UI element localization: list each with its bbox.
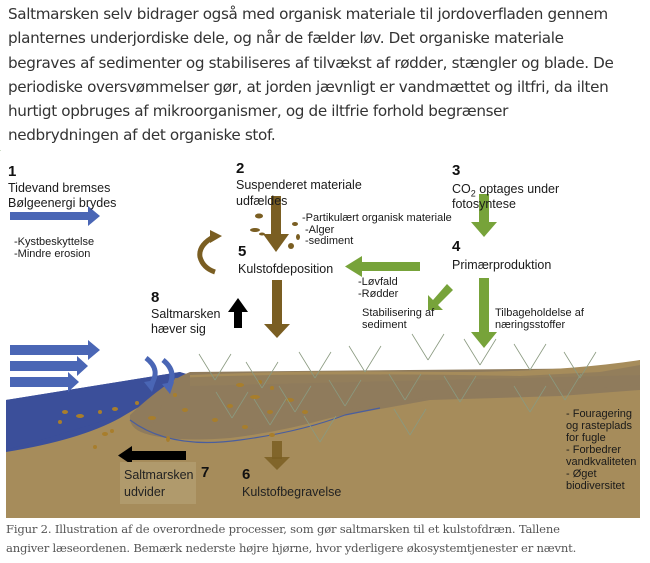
service-line: for fugle bbox=[566, 432, 606, 444]
recycle-arrow-icon bbox=[197, 233, 217, 275]
step-5-line-1: Kulstofdeposition bbox=[238, 262, 334, 276]
wave-arrow-icon bbox=[10, 356, 88, 376]
step-7-line-1: Saltmarsken bbox=[124, 468, 194, 482]
figure-caption: Figur 2. Illustration af de overordnede … bbox=[6, 520, 646, 558]
service-line: og rasteplads bbox=[566, 420, 633, 432]
marsh-soil-top bbox=[150, 365, 640, 434]
step-number-2: 2 bbox=[236, 160, 245, 177]
service-line: - Fouragering bbox=[566, 408, 633, 420]
intro-line: planternes underjordiske dele, og når de… bbox=[8, 29, 564, 48]
step-2-note-1: -Partikulært organisk materiale bbox=[302, 212, 452, 224]
step-8-line-1: Saltmarsken bbox=[151, 307, 221, 321]
service-line: - Forbedrer bbox=[566, 444, 622, 456]
rise-arrow-head bbox=[228, 298, 248, 312]
co2-subscript: 2 bbox=[470, 188, 476, 199]
step-3-line-2: fotosyntese bbox=[452, 197, 516, 211]
step-6-line-1: Kulstofbegravelse bbox=[242, 485, 342, 499]
tilbageholdelse-line-1: Tilbageholdelse af bbox=[495, 307, 584, 319]
step-number-3: 3 bbox=[452, 162, 461, 179]
step-2-line-2: udfældes bbox=[236, 194, 288, 208]
tilbageholdelse-line-2: næringsstoffer bbox=[495, 319, 566, 331]
intro-line: hurtigt opbruges af mikroorganismer, og … bbox=[8, 102, 509, 121]
step-5-note-2: -Rødder bbox=[358, 288, 399, 300]
step-number-8: 8 bbox=[151, 289, 160, 306]
stabilisering-line-1: Stabilisering af bbox=[362, 307, 435, 319]
intro-line: Saltmarsken selv bidrager også med organ… bbox=[8, 5, 608, 23]
wave-arrows bbox=[10, 206, 100, 392]
service-line: vandkvaliteten bbox=[566, 456, 637, 468]
rise-arrow-shaft bbox=[234, 312, 242, 328]
step-number-7: 7 bbox=[201, 464, 210, 481]
wave-arrow-icon bbox=[10, 206, 100, 226]
step-1-note-2: -Mindre erosion bbox=[14, 248, 91, 260]
burial-arrow-shaft bbox=[272, 280, 282, 326]
step-number-5: 5 bbox=[238, 243, 247, 260]
wave-arrow-icon bbox=[10, 372, 79, 392]
expand-label-box bbox=[120, 462, 196, 504]
deposition-arrow-shaft bbox=[271, 196, 281, 236]
step-number-6: 6 bbox=[242, 466, 251, 483]
step-number-4: 4 bbox=[452, 238, 461, 255]
step-1-line-1: Tidevand bremses bbox=[8, 181, 111, 195]
water-top bbox=[6, 372, 190, 450]
service-line: biodiversitet bbox=[566, 480, 625, 492]
caption-line: Figur 2. Illustration af de overordnede … bbox=[6, 522, 560, 536]
step-4-line-1: Primærproduktion bbox=[452, 258, 552, 272]
co2-rest: optages under bbox=[475, 182, 560, 196]
expand-arrow-shaft bbox=[130, 451, 186, 460]
step-2-note-2: -Alger bbox=[305, 224, 335, 236]
intro-line: begraves af sedimenter og stabiliseres a… bbox=[8, 53, 614, 72]
stabilisering-line-2: sediment bbox=[362, 319, 407, 331]
intro-line: nedbrydningen af det organiske stof. bbox=[8, 126, 276, 145]
green-arrows bbox=[345, 194, 497, 348]
wave-arrow-icon bbox=[10, 340, 100, 360]
intro-paragraph: Saltmarsken selv bidrager også med organ… bbox=[8, 2, 648, 148]
step-2-note-3: -sediment bbox=[305, 235, 354, 247]
co2-prefix: CO bbox=[452, 182, 471, 196]
step-1-note-1: -Kystbeskyttelse bbox=[14, 236, 95, 248]
step-2-line-1: Suspenderet materiale bbox=[236, 178, 362, 192]
step-7-line-2: udvider bbox=[124, 485, 165, 499]
organic-particles bbox=[58, 380, 308, 449]
marsh-outline bbox=[129, 407, 381, 444]
step-8-line-2: hæver sig bbox=[151, 322, 206, 336]
caption-line: angiver læseordenen. Bemærk nederste høj… bbox=[6, 541, 577, 555]
deposition-arrow-head bbox=[263, 234, 289, 252]
step-5-note-1: -Løvfald bbox=[358, 276, 398, 288]
step-number-1: 1 bbox=[8, 163, 17, 180]
intro-line: periodiske oversvømmelser gør, at jorden… bbox=[8, 77, 609, 96]
service-line: - Øget bbox=[566, 468, 597, 480]
carbon-burial-arrow bbox=[272, 441, 282, 459]
step-3-line-1: CO2 optages under bbox=[452, 182, 559, 202]
step-1-line-2: Bølgeenergi brydes bbox=[8, 196, 117, 210]
saltmarsh-diagram: 1 Tidevand bremses Bølgeenergi brydes -K… bbox=[0, 150, 650, 520]
expand-arrow-head bbox=[118, 446, 132, 465]
